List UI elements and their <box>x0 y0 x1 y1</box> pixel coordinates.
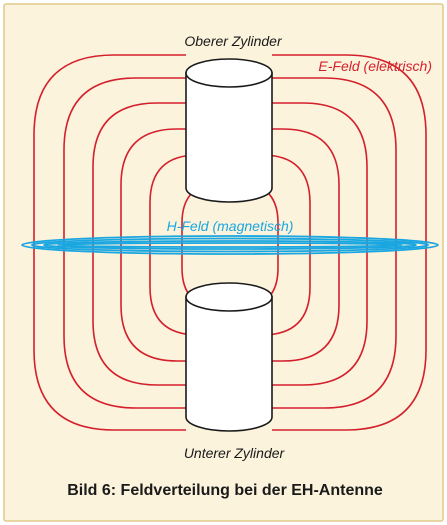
e-field-line-left-3 <box>120 128 186 362</box>
diagram-background <box>3 3 444 522</box>
h-field-rings <box>21 235 439 255</box>
e-field-line-right-3 <box>272 128 340 362</box>
bottom-cylinder-label: Unterer Zylinder <box>184 445 286 461</box>
bottom-cylinder-icon <box>185 282 273 432</box>
h-field-ring-4 <box>57 242 403 248</box>
figure-caption: Bild 6: Feldverteilung bei der EH-Antenn… <box>67 482 383 499</box>
e-field-label: E-Feld (elektrisch) <box>318 58 432 74</box>
cylinder-top-cap <box>185 58 273 88</box>
h-field-label: H-Feld (magnetisch) <box>167 218 294 234</box>
h-field-ring-3 <box>43 240 417 250</box>
cylinder-body <box>185 72 273 203</box>
e-field-line-left-2 <box>149 154 199 336</box>
h-field-ring-1 <box>21 235 439 255</box>
cylinder-body <box>185 296 273 432</box>
h-field-ring-2 <box>31 237 429 253</box>
top-cylinder-icon <box>185 58 273 203</box>
e-field-line-right-2 <box>261 154 311 336</box>
top-cylinder-label: Oberer Zylinder <box>184 33 283 49</box>
cylinder-top-cap <box>185 282 273 312</box>
